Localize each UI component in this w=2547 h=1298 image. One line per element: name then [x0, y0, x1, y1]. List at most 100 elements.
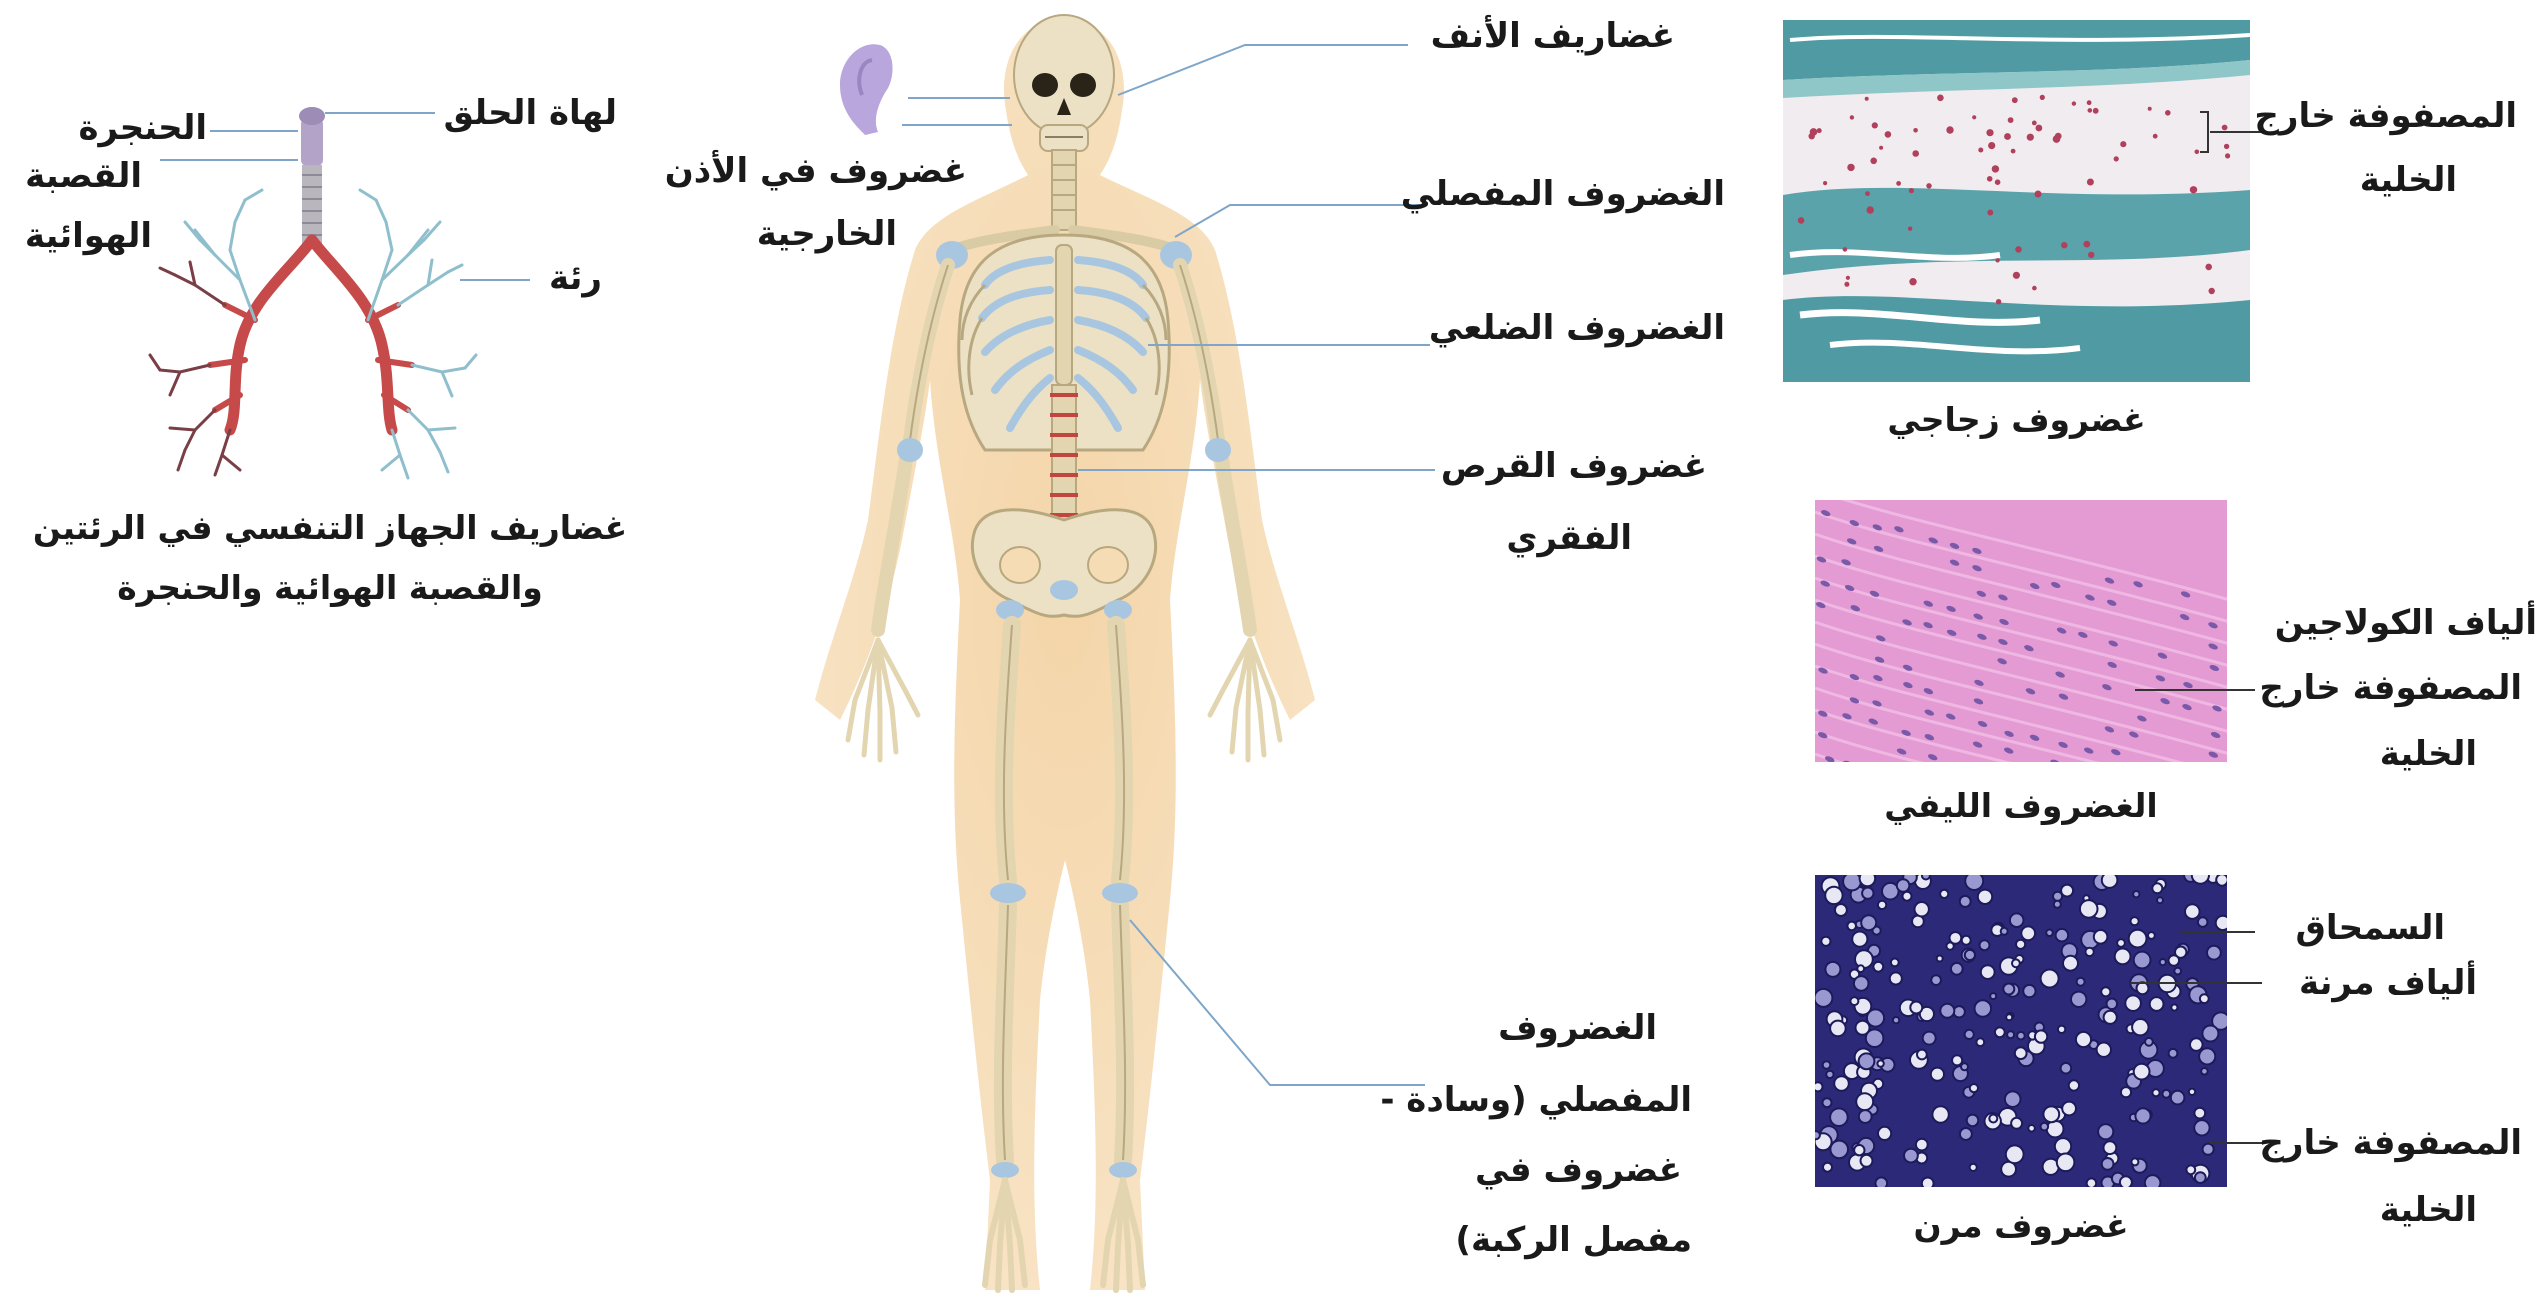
elastic-cell [1893, 1017, 1899, 1023]
chondrocyte [2012, 97, 2018, 103]
elastic-cell [1854, 976, 1869, 991]
elastic-cell [2160, 959, 2166, 965]
elastic-cell [2077, 978, 2085, 986]
elastic-cell [2001, 928, 2008, 935]
chondrocyte [2008, 117, 2014, 123]
elastic-cell [1916, 1139, 1928, 1151]
elastic-cell [2085, 948, 2093, 956]
label-lung: رئة [549, 250, 602, 306]
chondrocyte [1843, 247, 1848, 252]
elastic-cell [2071, 992, 2086, 1007]
elastic-cell [1990, 993, 1996, 999]
elastic-cell [2005, 1091, 2021, 1107]
elastic-cell [2058, 1026, 2065, 1033]
elastic-cell [2055, 1138, 2071, 1154]
elastic-cell [2194, 1120, 2209, 1135]
chondrocyte [1995, 258, 1999, 262]
epiglottis-shape [299, 107, 325, 125]
chondrocyte [2061, 242, 2067, 248]
chondrocyte [2087, 179, 2094, 186]
ear-shape [840, 44, 893, 135]
chondrocyte [1992, 165, 1999, 172]
elastic-cell [1904, 1149, 1918, 1163]
fibro-micrograph [1815, 490, 2230, 886]
elastic-cell [1978, 890, 1992, 904]
chondrocyte [1865, 191, 1870, 196]
elastic-cell [2076, 1032, 2091, 1047]
label-costal: الغضروف الضلعي [1429, 300, 1725, 356]
elastic-cell [2169, 1049, 2178, 1058]
elastic-cell [1903, 892, 1912, 901]
chondrocyte [1844, 282, 1849, 287]
elastic-cell [2028, 1125, 2035, 1132]
elastic-cell [2190, 1038, 2203, 1051]
elastic-cell [1830, 1141, 1848, 1159]
label-articular: الغضروف المفصلي [1401, 166, 1725, 222]
chondrocyte [2013, 272, 2020, 279]
elastic-perichondrium: السمحاق [2296, 900, 2445, 956]
elastic-cell [1965, 872, 1983, 890]
elastic-cell [1867, 1009, 1884, 1026]
chondrocyte [1996, 299, 2001, 304]
elastic-cell [2131, 917, 2139, 925]
elastic-cell [1877, 1060, 1883, 1066]
elastic-cell [2186, 1165, 2195, 1174]
elastic-cell [2192, 867, 2209, 884]
elastic-cell [1989, 1115, 1997, 1123]
elastic-cell [1923, 1032, 1936, 1045]
elastic-cell [2162, 1090, 2170, 1098]
elastic-cell [2135, 1108, 2150, 1123]
elastic-cell [1995, 1027, 2005, 1037]
chondrocyte [2083, 241, 2090, 248]
elastic-cell [1878, 1127, 1891, 1140]
label-disc-2: الفقري [1506, 510, 1632, 566]
bronchi-shape [230, 240, 392, 430]
elastic-cell [1970, 1164, 1977, 1171]
elastic-cell [1961, 1063, 1968, 1070]
chondrocyte [1978, 148, 1983, 153]
chondrocyte [2093, 108, 2099, 114]
knee-cartilage-left [990, 883, 1026, 903]
elastic-cell [2056, 929, 2069, 942]
chondrocyte [1850, 115, 1854, 119]
chondrocyte [2015, 246, 2022, 253]
chondrocyte [1879, 146, 1883, 150]
elastic-cell [2203, 1144, 2214, 1155]
elastic-cell [2054, 901, 2061, 908]
elastic-cell [1861, 1155, 1873, 1167]
hyaline-caption: غضروف زجاجي [1783, 400, 2250, 439]
chondrocyte [2032, 121, 2037, 126]
elastic-cell [2117, 939, 2125, 947]
label-epiglottis: لهاة الحلق [444, 85, 617, 141]
chondrocyte [1995, 179, 2001, 185]
chondrocyte [2225, 153, 2230, 158]
elastic-cell [1940, 890, 1948, 898]
elastic-cell [2134, 1064, 2150, 1080]
fibrocyte [2153, 828, 2164, 837]
elastic-cell [2011, 1118, 2022, 1129]
elastic-cell [2171, 1004, 2177, 1010]
elastic-cell [1897, 879, 1910, 892]
chondrocyte [1847, 164, 1854, 171]
elastic-cell [2035, 1030, 2047, 1042]
elastic-caption: غضروف مرن [1815, 1206, 2227, 1245]
chondrocyte [1909, 188, 1914, 193]
elastic-cell [2021, 926, 2035, 940]
elastic-matrix-2: الخلية [2380, 1182, 2477, 1238]
elastic-cell [1962, 936, 1971, 945]
chondrocyte [1870, 158, 1877, 165]
elastic-cell [2199, 1048, 2215, 1064]
elastic-cell [2145, 1038, 2153, 1046]
chondrocyte [2148, 107, 2152, 111]
fibro-matrix-1: المصفوفة خارج [2259, 660, 2522, 716]
chondrocyte [2036, 125, 2043, 132]
chondrocyte [1909, 278, 1916, 285]
respiratory-illustration [150, 107, 476, 478]
elastic-cell [2098, 1124, 2113, 1139]
elastic-cell [2046, 930, 2053, 937]
elastic-cell [1951, 963, 1963, 975]
elastic-cell [1854, 1145, 1864, 1155]
label-knee-2: المفصلي (وسادة - [1380, 1072, 1692, 1128]
elastic-cell [2120, 1176, 2132, 1188]
